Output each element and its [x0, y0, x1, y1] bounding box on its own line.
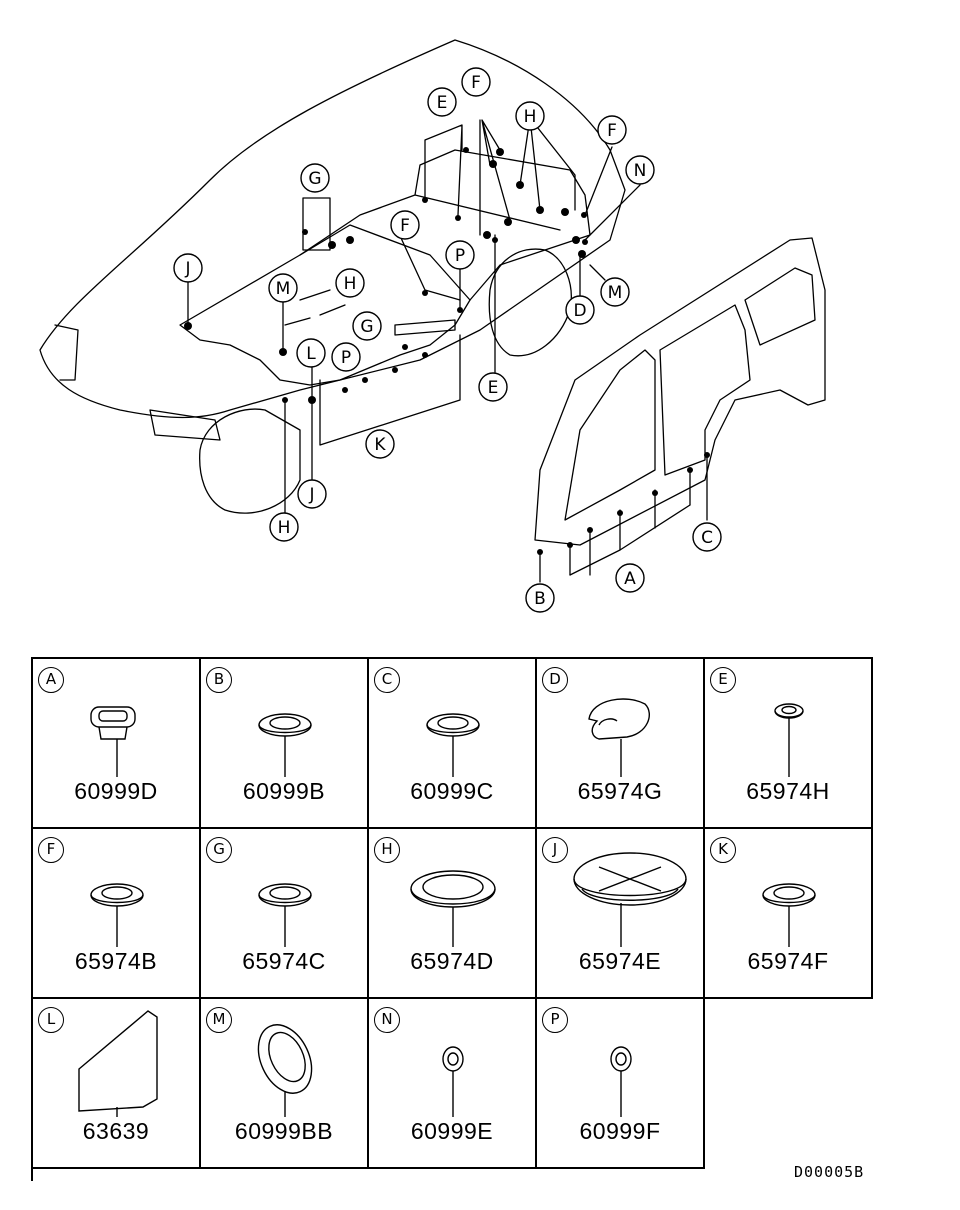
body-side-panel	[534, 237, 826, 546]
part-number[interactable]: 63639	[82, 1118, 150, 1144]
part-key-letter: K	[710, 837, 736, 863]
callout-letter: F	[471, 73, 481, 93]
callout-l: L	[296, 338, 326, 368]
callout-letter: P	[455, 246, 465, 266]
callout-m-right: M	[600, 277, 630, 307]
callout-f-right: F	[597, 115, 627, 145]
part-number[interactable]: 65974D	[410, 948, 494, 974]
part-cell-g: G 65974C	[201, 829, 369, 999]
callout-letter: K	[374, 435, 386, 455]
part-key-letter: N	[374, 1007, 400, 1033]
callout-f-top: F	[461, 67, 491, 97]
part-key-letter: M	[206, 1007, 232, 1033]
part-number[interactable]: 65974H	[746, 778, 830, 804]
part-number[interactable]: 60999C	[410, 778, 494, 804]
callout-letter: C	[701, 528, 713, 548]
callout-h-low: H	[269, 512, 299, 542]
callout-h-top: H	[515, 101, 545, 131]
callout-letter: G	[360, 317, 373, 337]
callout-f-mid: F	[390, 210, 420, 240]
vehicle-body-outline	[39, 39, 626, 419]
part-number[interactable]: 65974E	[578, 948, 662, 974]
part-cell-m: M 60999BB	[201, 999, 369, 1169]
part-cell-f: F 65974B	[33, 829, 201, 999]
part-number[interactable]: 65974B	[74, 948, 158, 974]
part-cell-k: K 65974F	[705, 829, 873, 999]
part-cell-e: E 65974H	[705, 659, 873, 829]
callout-letter: J	[184, 259, 190, 279]
callout-p-mid: P	[445, 240, 475, 270]
part-key-letter: C	[374, 667, 400, 693]
callout-p-low: P	[331, 342, 361, 372]
callout-letter: M	[608, 283, 623, 303]
part-cell-b: B 60999B	[201, 659, 369, 829]
callout-letter: G	[308, 169, 321, 189]
callout-letter: P	[341, 348, 351, 368]
part-key-letter: E	[710, 667, 736, 693]
part-cell-n: N 60999E	[369, 999, 537, 1169]
part-cell-c: C 60999C	[369, 659, 537, 829]
callout-letter: E	[488, 378, 499, 398]
part-number[interactable]: 60999B	[242, 778, 326, 804]
part-cell-p: P 60999F	[537, 999, 705, 1169]
part-key-letter: P	[542, 1007, 568, 1033]
callout-j-low: J	[297, 479, 327, 509]
callout-letter: J	[308, 485, 314, 505]
callout-letter: M	[276, 279, 291, 299]
callout-letter: B	[534, 589, 546, 609]
part-number[interactable]: 60999BB	[234, 1118, 334, 1144]
part-cell-l: L 63639	[33, 999, 201, 1169]
part-number[interactable]: 65974C	[242, 948, 326, 974]
callout-letter: A	[624, 569, 636, 589]
part-key-letter: A	[38, 667, 64, 693]
part-cell-j: J 65974E	[537, 829, 705, 999]
diagram-reference-code: D00005B	[794, 1163, 865, 1181]
part-key-letter: L	[38, 1007, 64, 1033]
callout-c: C	[692, 522, 722, 552]
callout-e-low: E	[478, 372, 508, 402]
callout-letter: L	[306, 344, 316, 364]
callout-letter: H	[344, 274, 357, 294]
part-number[interactable]: 60999E	[410, 1118, 494, 1144]
callout-d: D	[565, 295, 595, 325]
callout-letter: H	[278, 518, 291, 538]
callout-letter: N	[634, 161, 647, 181]
floor-pan	[179, 149, 591, 386]
part-key-letter: G	[206, 837, 232, 863]
part-key-letter: F	[38, 837, 64, 863]
part-number[interactable]: 60999D	[74, 778, 158, 804]
part-number[interactable]: 65974G	[577, 778, 663, 804]
callout-n: N	[625, 155, 655, 185]
part-key-letter: J	[542, 837, 568, 863]
front-wheel	[199, 408, 301, 514]
callout-letter: E	[437, 93, 448, 113]
part-key-letter: B	[206, 667, 232, 693]
part-number[interactable]: 60999F	[579, 1118, 661, 1144]
part-cell-a: A 60999D	[33, 659, 201, 829]
callout-a: A	[615, 563, 645, 593]
callout-b: B	[525, 583, 555, 613]
callout-letter: H	[524, 107, 537, 127]
callout-j-left: J	[173, 253, 203, 283]
part-key-letter: D	[542, 667, 568, 693]
parts-grid: A 60999D B 60999B C 60999C D 65974G E 65974H F 6597…	[31, 657, 873, 1181]
part-cell-h: H 65974D	[369, 829, 537, 999]
callout-e-top: E	[427, 87, 457, 117]
clip-hole-markers	[184, 147, 710, 555]
callout-k: K	[365, 429, 395, 459]
callout-h-mid: H	[335, 268, 365, 298]
callout-letter: D	[573, 301, 586, 321]
callout-g-low: G	[352, 311, 382, 341]
callout-m-left: M	[268, 273, 298, 303]
callout-letter: F	[400, 216, 410, 236]
part-number[interactable]: 65974F	[747, 948, 829, 974]
part-cell-d: D 65974G	[537, 659, 705, 829]
part-key-letter: H	[374, 837, 400, 863]
callout-letter: F	[607, 121, 617, 141]
callout-g-left: G	[300, 163, 330, 193]
